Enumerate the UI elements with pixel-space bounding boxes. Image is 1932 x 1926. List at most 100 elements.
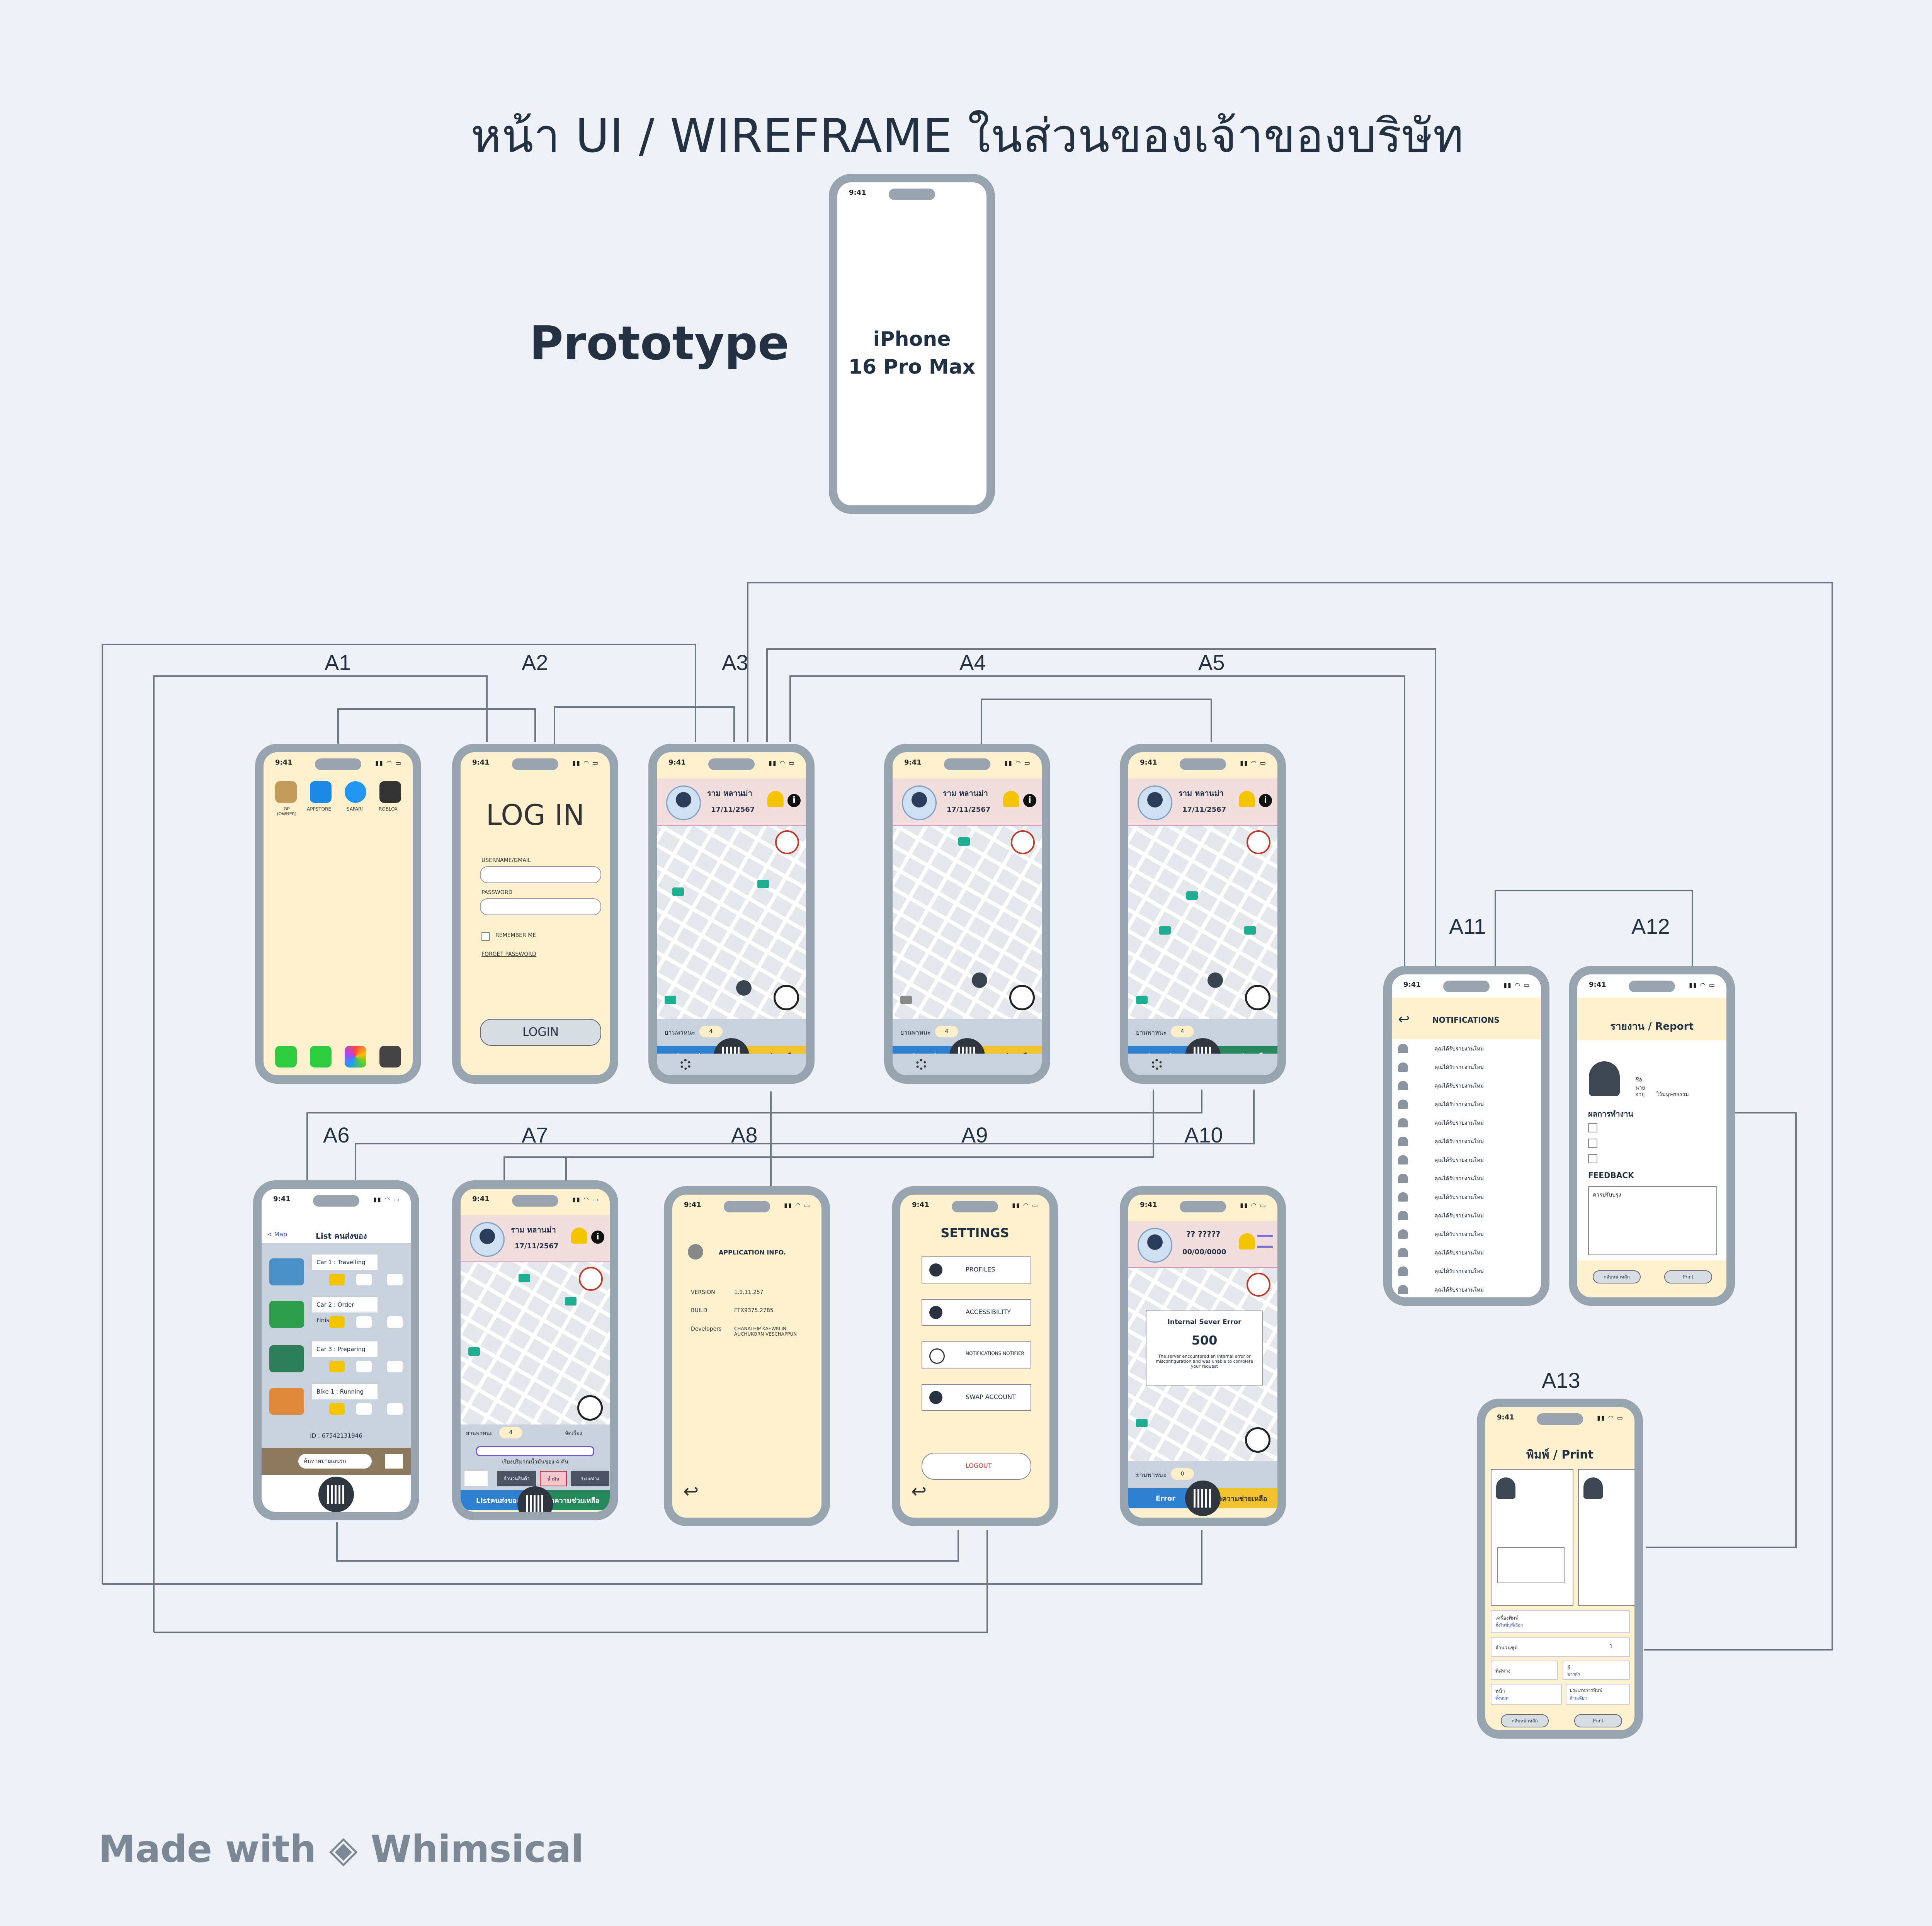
location-pin-icon[interactable] [1208, 972, 1223, 988]
bell-icon[interactable] [329, 1361, 345, 1372]
safari-icon[interactable] [345, 781, 366, 803]
list-item[interactable]: คุณได้รับรายงานใหม่ [1392, 1243, 1541, 1263]
photos-icon[interactable] [345, 1046, 366, 1068]
back-home-button[interactable]: กลับหน้าหลัก [1501, 1714, 1549, 1727]
bell-icon[interactable] [1239, 1233, 1255, 1249]
list-item[interactable]: คุณได้รับรายงานใหม่ [1392, 1132, 1541, 1151]
compass-icon[interactable] [579, 1267, 603, 1291]
qr-button[interactable] [1185, 1481, 1221, 1516]
vehicle-marker[interactable] [1136, 1419, 1148, 1427]
printer-select[interactable]: เครื่องพิมพ์ ตั้งในชั้นที่เลือก [1491, 1610, 1630, 1633]
back-to-map-link[interactable]: < Map [267, 1231, 287, 1238]
print-preview-page[interactable] [1578, 1469, 1634, 1606]
back-arrow-icon[interactable]: ↩ [683, 1481, 699, 1502]
vehicle-marker[interactable] [1244, 926, 1256, 935]
vehicle-marker[interactable] [519, 1274, 530, 1282]
remember-checkbox[interactable] [481, 932, 490, 941]
avatar[interactable] [666, 785, 701, 820]
list-item[interactable]: คุณได้รับรายงานใหม่ [1392, 1262, 1541, 1281]
tab-quantity[interactable]: จำนวนสินค้า [497, 1471, 536, 1486]
list-item[interactable]: คุณได้รับรายงานใหม่ [1392, 1113, 1541, 1133]
locate-icon[interactable] [1009, 985, 1035, 1010]
color-row[interactable]: สี ขาวดำ [1563, 1661, 1630, 1680]
forget-password-link[interactable]: FORGET PASSWORD [481, 951, 536, 957]
car-2-label[interactable]: Car 2 : Order Finished [312, 1297, 378, 1324]
compass-icon[interactable] [1247, 830, 1270, 854]
bell-icon[interactable] [329, 1274, 345, 1285]
avatar[interactable] [1138, 1228, 1172, 1263]
camera-icon[interactable] [379, 1046, 401, 1068]
feedback-input[interactable]: ควรปรับปรุง [1588, 1186, 1717, 1255]
bell-icon[interactable] [571, 1227, 587, 1244]
menu-icon[interactable] [387, 1274, 403, 1285]
checkbox[interactable] [1588, 1154, 1597, 1163]
list-item[interactable]: คุณได้รับรายงานใหม่ [1392, 1280, 1541, 1297]
map-view[interactable] [657, 826, 806, 1019]
pages-row[interactable]: หน้า ทั้งหมด [1491, 1684, 1562, 1705]
location-pin-icon[interactable] [736, 980, 752, 996]
info-icon[interactable]: i [1023, 794, 1036, 807]
vehicle-marker[interactable] [958, 837, 970, 846]
avatar[interactable] [902, 785, 937, 820]
checkbox[interactable] [1588, 1123, 1597, 1132]
locate-icon[interactable] [577, 1395, 603, 1421]
messages-icon[interactable] [310, 1046, 332, 1068]
wrench-icon[interactable] [356, 1361, 372, 1372]
menu-icon[interactable] [387, 1361, 403, 1372]
vehicle-marker[interactable] [665, 996, 676, 1004]
menu-icon[interactable] [1257, 1235, 1273, 1248]
print-type-row[interactable]: ประเภทการพิมพ์ ด้านเดียว [1566, 1684, 1630, 1705]
bell-icon[interactable] [329, 1316, 345, 1328]
list-item[interactable]: คุณได้รับรายงานใหม่ [1392, 1206, 1541, 1226]
locate-icon[interactable] [774, 985, 799, 1010]
logout-button[interactable]: LOGOUT [922, 1453, 1031, 1480]
search-input[interactable]: ค้นหาหมายเลขรถ [298, 1454, 372, 1469]
map-view[interactable] [461, 1262, 610, 1425]
gear-icon[interactable] [916, 1059, 927, 1070]
gear-icon[interactable] [680, 1059, 691, 1070]
bell-icon[interactable] [767, 791, 784, 807]
vehicle-marker[interactable] [757, 880, 769, 888]
bike-1-label[interactable]: Bike 1 : Running [312, 1384, 378, 1399]
qr-button[interactable] [318, 1477, 354, 1512]
settings-item-accessibility[interactable]: ACCESSIBILITY [922, 1299, 1031, 1326]
menu-icon[interactable] [385, 1454, 403, 1469]
location-pin-icon[interactable] [972, 972, 987, 988]
locate-icon[interactable] [1245, 1427, 1270, 1453]
locate-icon[interactable] [1245, 985, 1270, 1010]
list-item[interactable]: คุณได้รับรายงานใหม่ [1392, 1039, 1541, 1059]
info-icon[interactable]: i [1259, 794, 1272, 807]
vehicle-marker[interactable] [672, 887, 684, 896]
list-item[interactable]: คุณได้รับรายงานใหม่ [1392, 1225, 1541, 1244]
back-arrow-icon[interactable]: ↩ [911, 1481, 927, 1502]
info-icon[interactable]: i [787, 794, 801, 807]
wrench-icon[interactable] [356, 1403, 372, 1415]
print-preview-page[interactable] [1491, 1469, 1573, 1606]
login-button[interactable]: LOGIN [480, 1019, 601, 1046]
compass-icon[interactable] [1011, 830, 1035, 854]
map-view[interactable] [893, 826, 1042, 1019]
list-item[interactable]: คุณได้รับรายงานใหม่ [1392, 1076, 1541, 1096]
username-field[interactable] [480, 866, 601, 883]
roblox-icon[interactable] [379, 781, 401, 803]
checkbox[interactable] [1588, 1139, 1597, 1148]
print-button[interactable]: Print [1664, 1270, 1712, 1283]
vehicle-marker[interactable] [1136, 996, 1148, 1004]
orientation-row[interactable]: ทิศทาง [1491, 1661, 1558, 1680]
bell-icon[interactable] [329, 1403, 345, 1415]
compass-icon[interactable] [775, 830, 799, 854]
back-arrow-icon[interactable]: ↩ [1398, 1011, 1410, 1027]
appstore-icon[interactable] [310, 781, 332, 803]
map-view[interactable]: Internal Sever Error 500 The server enco… [1128, 1268, 1277, 1461]
qr-button[interactable] [517, 1486, 553, 1512]
print-button[interactable]: Print [1574, 1714, 1622, 1727]
vehicle-marker[interactable] [468, 1347, 480, 1356]
settings-item-swap[interactable]: SWAP ACCOUNT [922, 1384, 1031, 1411]
list-item[interactable]: คุณได้รับรายงานใหม่ [1392, 1188, 1541, 1207]
vehicle-marker[interactable] [565, 1297, 577, 1306]
wrench-icon[interactable] [356, 1316, 372, 1328]
bell-icon[interactable] [1239, 791, 1255, 807]
settings-item-notifications[interactable]: NOTIFICATIONS NOTIFIER [922, 1341, 1031, 1368]
compass-icon[interactable] [1247, 1273, 1270, 1297]
gear-icon[interactable] [1151, 1059, 1162, 1070]
